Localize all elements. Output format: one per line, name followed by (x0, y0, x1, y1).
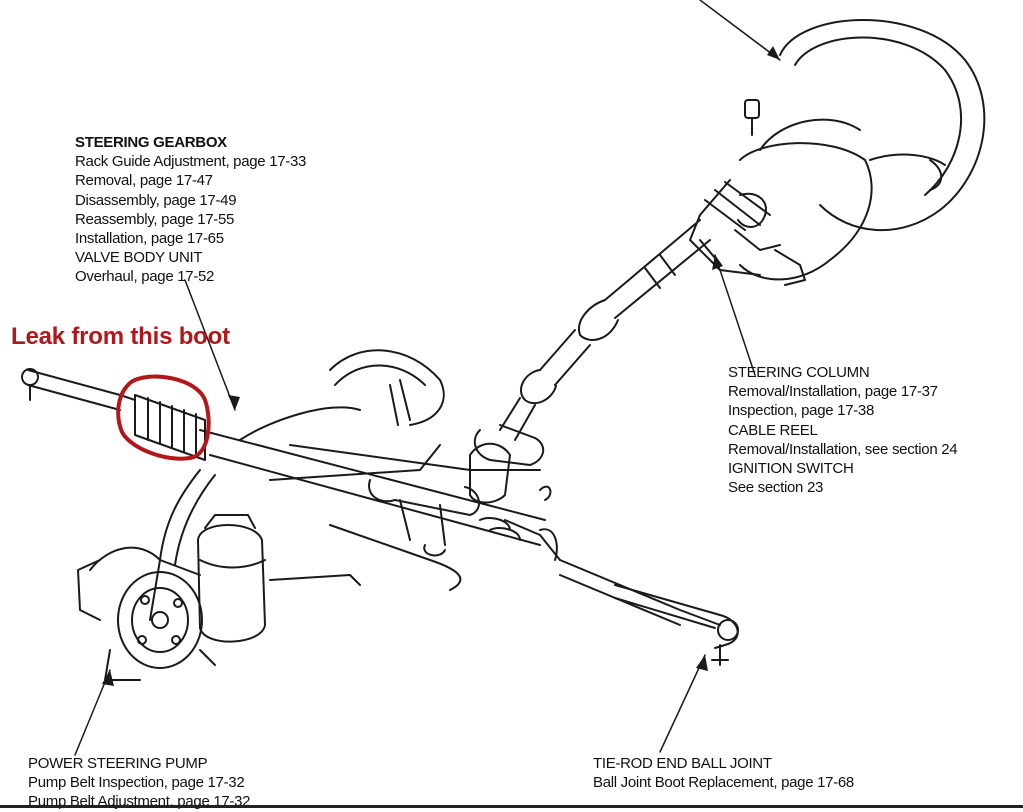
column-line: IGNITION SWITCH (728, 460, 854, 478)
gearbox-line: Rack Guide Adjustment, page 17-33 (75, 153, 307, 171)
annotation-circle (116, 374, 211, 461)
gearbox-line: VALVE BODY UNIT (75, 249, 203, 267)
page-bottom-rule (0, 805, 1023, 808)
steering-rack (199, 429, 721, 626)
column-line: Removal/Installation, see section 24 (728, 440, 958, 458)
steering-column (689, 99, 873, 286)
leader-arrowheads (102, 46, 780, 686)
tie-rod-end-label: TIE-ROD END BALL JOINT Ball Joint Boot R… (593, 754, 854, 792)
pump-heading: POWER STEERING PUMP (28, 755, 208, 772)
power-steering-hoses (149, 349, 552, 621)
gearbox-line: Overhaul, page 17-52 (75, 268, 215, 286)
tie-rod-line: Ball Joint Boot Replacement, page 17-68 (593, 774, 854, 792)
tie-rod-heading: TIE-ROD END BALL JOINT (593, 755, 772, 772)
steering-gearbox-label: STEERING GEARBOX Rack Guide Adjustment, … (75, 133, 306, 287)
gearbox-line: Removal, page 17-47 (75, 172, 213, 190)
steering-column-label: STEERING COLUMN Removal/Installation, pa… (728, 363, 958, 497)
steering-column-heading: STEERING COLUMN (728, 364, 870, 381)
power-steering-pump-label: POWER STEERING PUMP Pump Belt Inspection… (28, 754, 251, 812)
right-tie-rod-end (614, 584, 739, 666)
left-rack-boot (134, 394, 206, 461)
column-line: See section 23 (728, 479, 824, 497)
pump-line: Pump Belt Inspection, page 17-32 (28, 774, 245, 792)
gearbox-line: Disassembly, page 17-49 (75, 191, 237, 209)
pump-line: Pump Belt Adjustment, page 17-32 (28, 793, 251, 811)
fluid-reservoir (197, 514, 361, 643)
leak-annotation: Leak from this boot (11, 323, 230, 350)
column-line: Inspection, page 17-38 (728, 402, 875, 420)
steering-wheel (759, 19, 986, 231)
column-line: Removal/Installation, page 17-37 (728, 383, 938, 401)
steering-gearbox-heading: STEERING GEARBOX (75, 134, 227, 151)
steering-shaft (473, 219, 716, 466)
gearbox-line: Reassembly, page 17-55 (75, 210, 235, 228)
column-line: CABLE REEL (728, 421, 818, 439)
power-steering-pump (77, 546, 216, 681)
gearbox-line: Installation, page 17-65 (75, 230, 224, 248)
